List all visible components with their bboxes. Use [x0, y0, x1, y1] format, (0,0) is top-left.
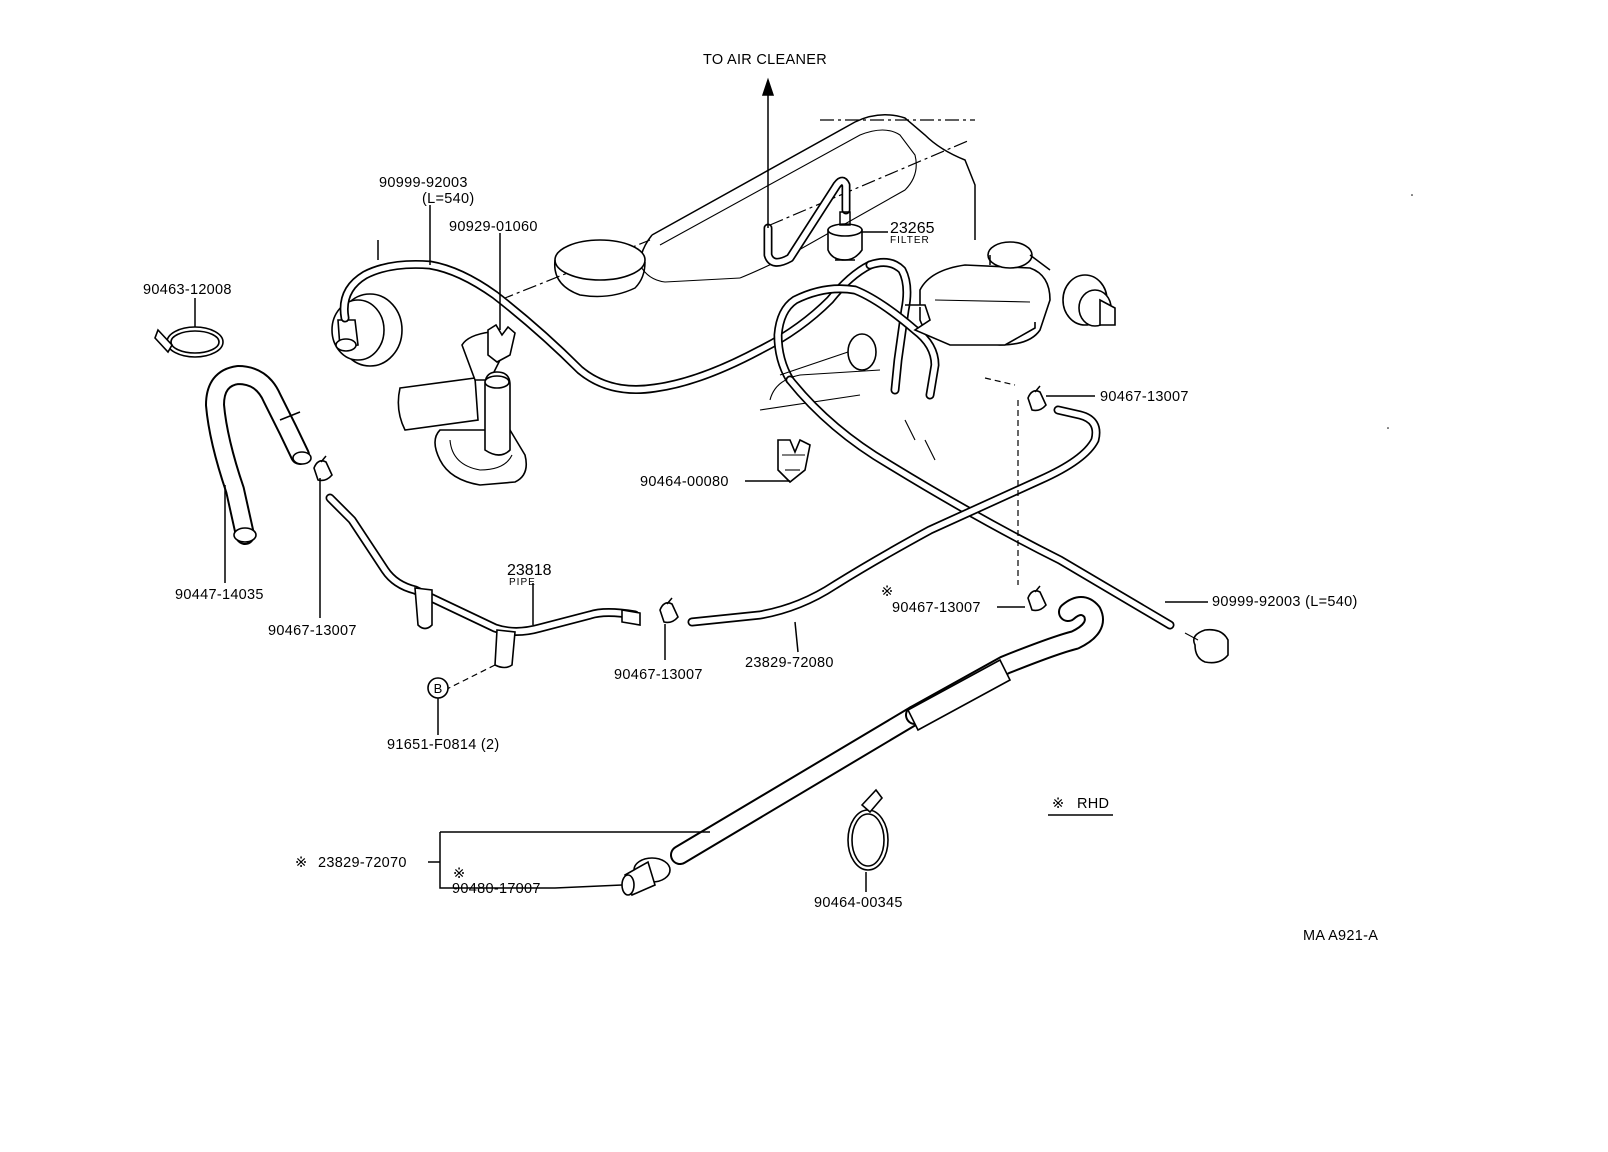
- air-cleaner-tube: [763, 176, 863, 267]
- label-rhd-note: RHD: [1077, 796, 1109, 812]
- hose-23829-72070: [670, 596, 1104, 865]
- hose-right-loop: [773, 257, 1036, 400]
- leader-lines: [194, 77, 1208, 892]
- clamp-90467-13007-b: [1027, 585, 1047, 612]
- label-clamp-mid: 90467-13007: [614, 667, 703, 683]
- clamp-90464-00345: [847, 788, 889, 871]
- label-clip-mid: 90464-00080: [640, 474, 729, 490]
- bolt-marker-b: B: [427, 677, 449, 699]
- pipe-23818: [325, 493, 641, 691]
- clamp-90467-13007-d: [313, 455, 333, 482]
- label-pipe-name: PIPE: [509, 577, 536, 588]
- parts-diagram: B TO AIR CLEANER 90999-92003 (L=540) 909…: [143, 52, 1413, 944]
- label-hose-left: 90447-14035: [175, 587, 264, 603]
- label-filter-part: 23265: [890, 220, 935, 237]
- clamp-90467-13007-c: [659, 597, 679, 624]
- label-clamp-left: 90463-12008: [143, 282, 232, 298]
- rhd-mark-note: ※: [1052, 796, 1064, 812]
- label-clamp-bottom: 90464-00345: [814, 895, 903, 911]
- hose-23829-72080: [687, 405, 1101, 627]
- label-diagram-code: MA A921-A: [1303, 928, 1378, 944]
- label-hose-mid: 23829-72080: [745, 655, 834, 671]
- label-air-cleaner: TO AIR CLEANER: [703, 52, 827, 68]
- rhd-mark-hose: ※: [295, 855, 307, 871]
- valve-90929-01060: [487, 323, 516, 363]
- hose-90447-14035: [205, 365, 312, 545]
- label-filter-name: FILTER: [890, 235, 930, 246]
- clip-90464-00080: [777, 438, 811, 484]
- svg-text:B: B: [434, 681, 443, 696]
- label-bolt: 91651-F0814 (2): [387, 737, 500, 753]
- clamp-90467-13007-a: [1027, 385, 1047, 412]
- clamp-90463-12008: [154, 326, 224, 358]
- oil-filler-cap: [554, 239, 646, 281]
- plug-90480-17007: [621, 857, 671, 897]
- label-hose-rhd: 23829-72070: [318, 855, 407, 871]
- label-clamp-rhd: 90467-13007: [892, 600, 981, 616]
- label-pipe-part: 23818: [507, 562, 552, 579]
- label-plug-rhd: 90480-17007: [452, 881, 541, 897]
- hose-90999-92003-long: [785, 375, 1229, 664]
- hose-90999-92003-top: [339, 259, 875, 395]
- label-hose-top-len: (L=540): [422, 191, 474, 207]
- label-valve-top: 90929-01060: [449, 219, 538, 235]
- rhd-mark-a: ※: [881, 584, 893, 600]
- rhd-mark-plug: ※: [453, 866, 465, 882]
- label-clamp-right-top: 90467-13007: [1100, 389, 1189, 405]
- part-labels: TO AIR CLEANER 90999-92003 (L=540) 90929…: [143, 52, 1378, 944]
- label-hose-right: 90999-92003 (L=540): [1212, 594, 1358, 610]
- label-hose-top: 90999-92003: [379, 175, 468, 191]
- label-clamp-left-small: 90467-13007: [268, 623, 357, 639]
